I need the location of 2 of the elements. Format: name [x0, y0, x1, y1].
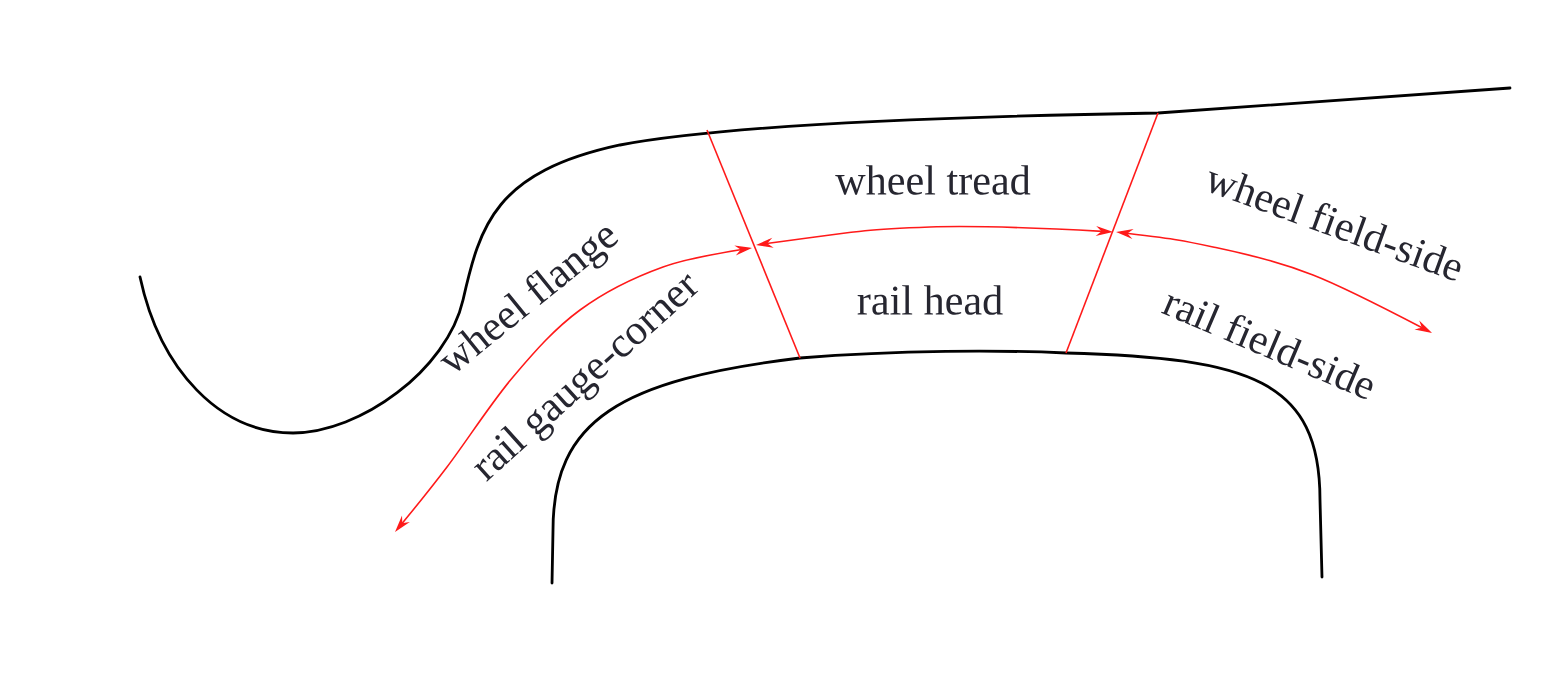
part-label: rail head [857, 285, 1003, 315]
part-label: wheel tread [835, 165, 1031, 195]
